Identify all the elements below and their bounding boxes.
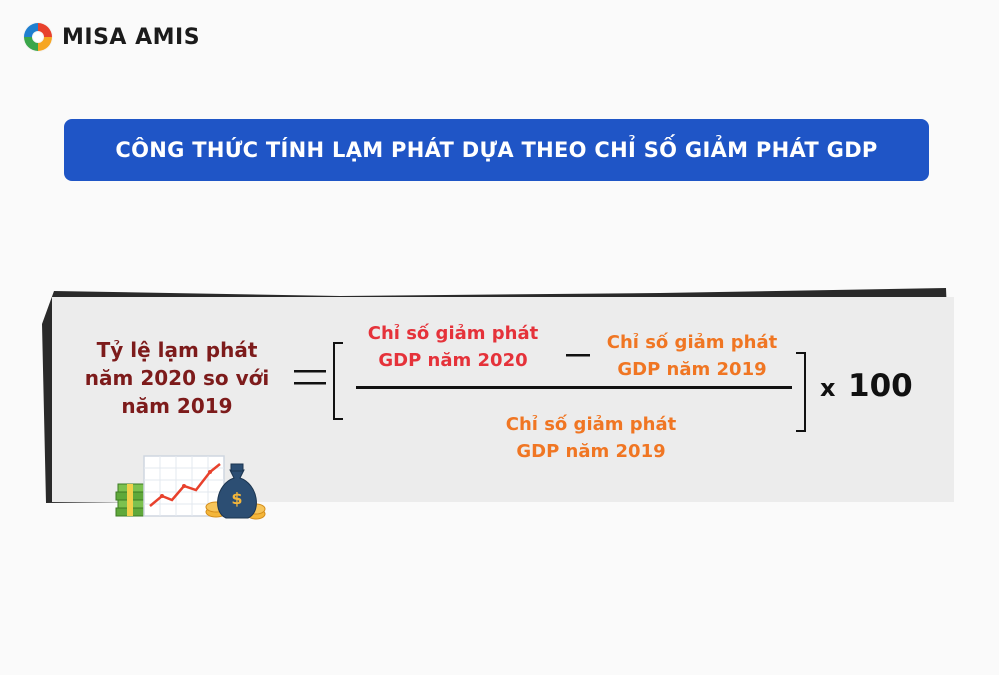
- lhs-line-3: năm 2019: [121, 394, 233, 418]
- page-title: CÔNG THỨC TÍNH LẠM PHÁT DỰA THEO CHỈ SỐ …: [115, 138, 878, 162]
- numerator-term-2020: Chỉ số giảm phát GDP năm 2020: [358, 320, 548, 374]
- equals-sign: [294, 370, 326, 385]
- numerator-a-line-1: Chỉ số giảm phát: [367, 323, 539, 344]
- denominator-line-1: Chỉ số giảm phát: [505, 414, 677, 435]
- misa-logo-icon: [23, 22, 53, 52]
- numerator-a-line-2: GDP năm 2020: [378, 350, 528, 371]
- brand-logo: MISA AMIS: [22, 20, 200, 54]
- numerator-b-line-2: GDP năm 2019: [617, 359, 767, 380]
- numerator-term-2019: Chỉ số giảm phát GDP năm 2019: [598, 329, 786, 383]
- brand-name: MISA AMIS: [62, 24, 201, 50]
- money-growth-chart-illustration: $: [115, 455, 266, 520]
- right-bracket: [796, 352, 806, 432]
- formula-lhs: Tỷ lệ lạm phát năm 2020 so với năm 2019: [82, 336, 272, 420]
- lhs-line-1: Tỷ lệ lạm phát: [96, 338, 258, 362]
- multiplier-value: 100: [848, 368, 913, 404]
- denominator-term: Chỉ số giảm phát GDP năm 2019: [496, 411, 686, 465]
- title-banner: CÔNG THỨC TÍNH LẠM PHÁT DỰA THEO CHỈ SỐ …: [64, 119, 929, 181]
- numerator-b-line-1: Chỉ số giảm phát: [606, 332, 778, 353]
- lhs-line-2: năm 2020 so với: [84, 366, 270, 390]
- svg-text:$: $: [231, 489, 242, 508]
- denominator-line-2: GDP năm 2019: [516, 441, 666, 462]
- minus-sign: [566, 354, 590, 357]
- times-sign: x: [820, 374, 836, 402]
- left-bracket: [333, 342, 343, 420]
- fraction-bar: [356, 386, 792, 389]
